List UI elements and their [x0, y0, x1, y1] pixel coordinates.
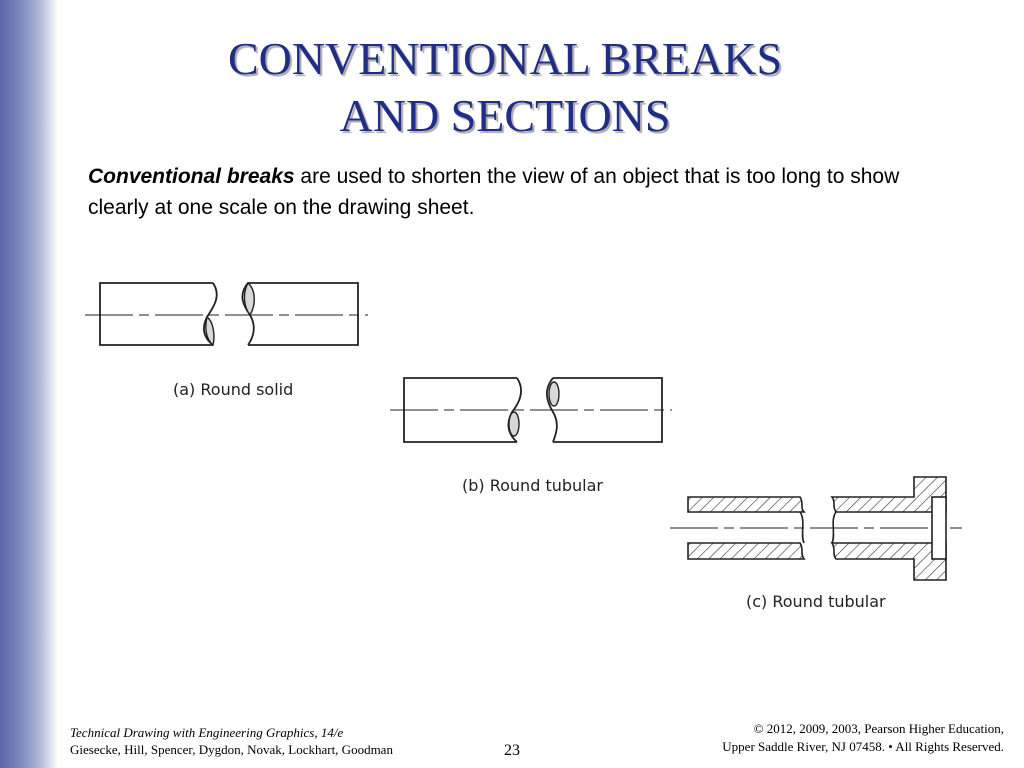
intro-term: Conventional breaks: [88, 165, 295, 188]
footer-copyright: © 2012, 2009, 2003, Pearson Higher Educa…: [722, 720, 1004, 756]
slide-title: CONVENTIONAL BREAKS AND SECTIONS: [130, 30, 880, 144]
section-c-right-bottom-wall: [830, 542, 947, 581]
section-c-flange-bore: [931, 496, 947, 560]
title-line-2: AND SECTIONS: [339, 90, 671, 141]
section-c-right-top-wall: [830, 476, 947, 513]
page-number: 23: [504, 742, 520, 759]
intro-text: are used to shorten the view of an objec…: [88, 165, 900, 219]
footer-copyright-line: © 2012, 2009, 2003, Pearson Higher Educa…: [753, 721, 1004, 736]
figure-b-label: (b) Round tubular: [462, 476, 603, 495]
figure-b-round-tubular: [390, 377, 672, 443]
slide-side-bar: [0, 0, 58, 768]
figure-c-label: (c) Round tubular: [746, 592, 886, 611]
footer-book-title: Technical Drawing with Engineering Graph…: [70, 725, 344, 740]
footer-authors: Giesecke, Hill, Spencer, Dygdon, Novak, …: [70, 742, 393, 757]
break-b-left-bore: [508, 411, 520, 437]
shaft-a-right: [248, 282, 359, 346]
break-a-left-shade: [205, 315, 215, 347]
figure-a-label: (a) Round solid: [173, 380, 293, 399]
intro-paragraph: Conventional breaks are used to shorten …: [88, 161, 948, 223]
figure-c-round-tubular-section: [670, 476, 962, 581]
break-b-right-curve: [546, 377, 558, 443]
break-b-right-bore: [548, 381, 560, 407]
tube-b-right: [553, 377, 663, 443]
section-c-right-break: [831, 511, 837, 544]
break-a-right-shade: [243, 281, 255, 317]
shaft-a-left: [99, 282, 213, 346]
tube-b-left: [403, 377, 517, 443]
section-c-left-break: [799, 511, 805, 544]
section-c-left-bottom-wall: [687, 542, 806, 560]
footer-address-line: Upper Saddle River, NJ 07458. • All Righ…: [722, 739, 1004, 754]
title-line-1: CONVENTIONAL BREAKS: [227, 33, 783, 84]
footer-book-info: Technical Drawing with Engineering Graph…: [70, 724, 393, 758]
section-c-left-top-wall: [687, 496, 806, 513]
figure-a-round-solid: [85, 281, 368, 347]
